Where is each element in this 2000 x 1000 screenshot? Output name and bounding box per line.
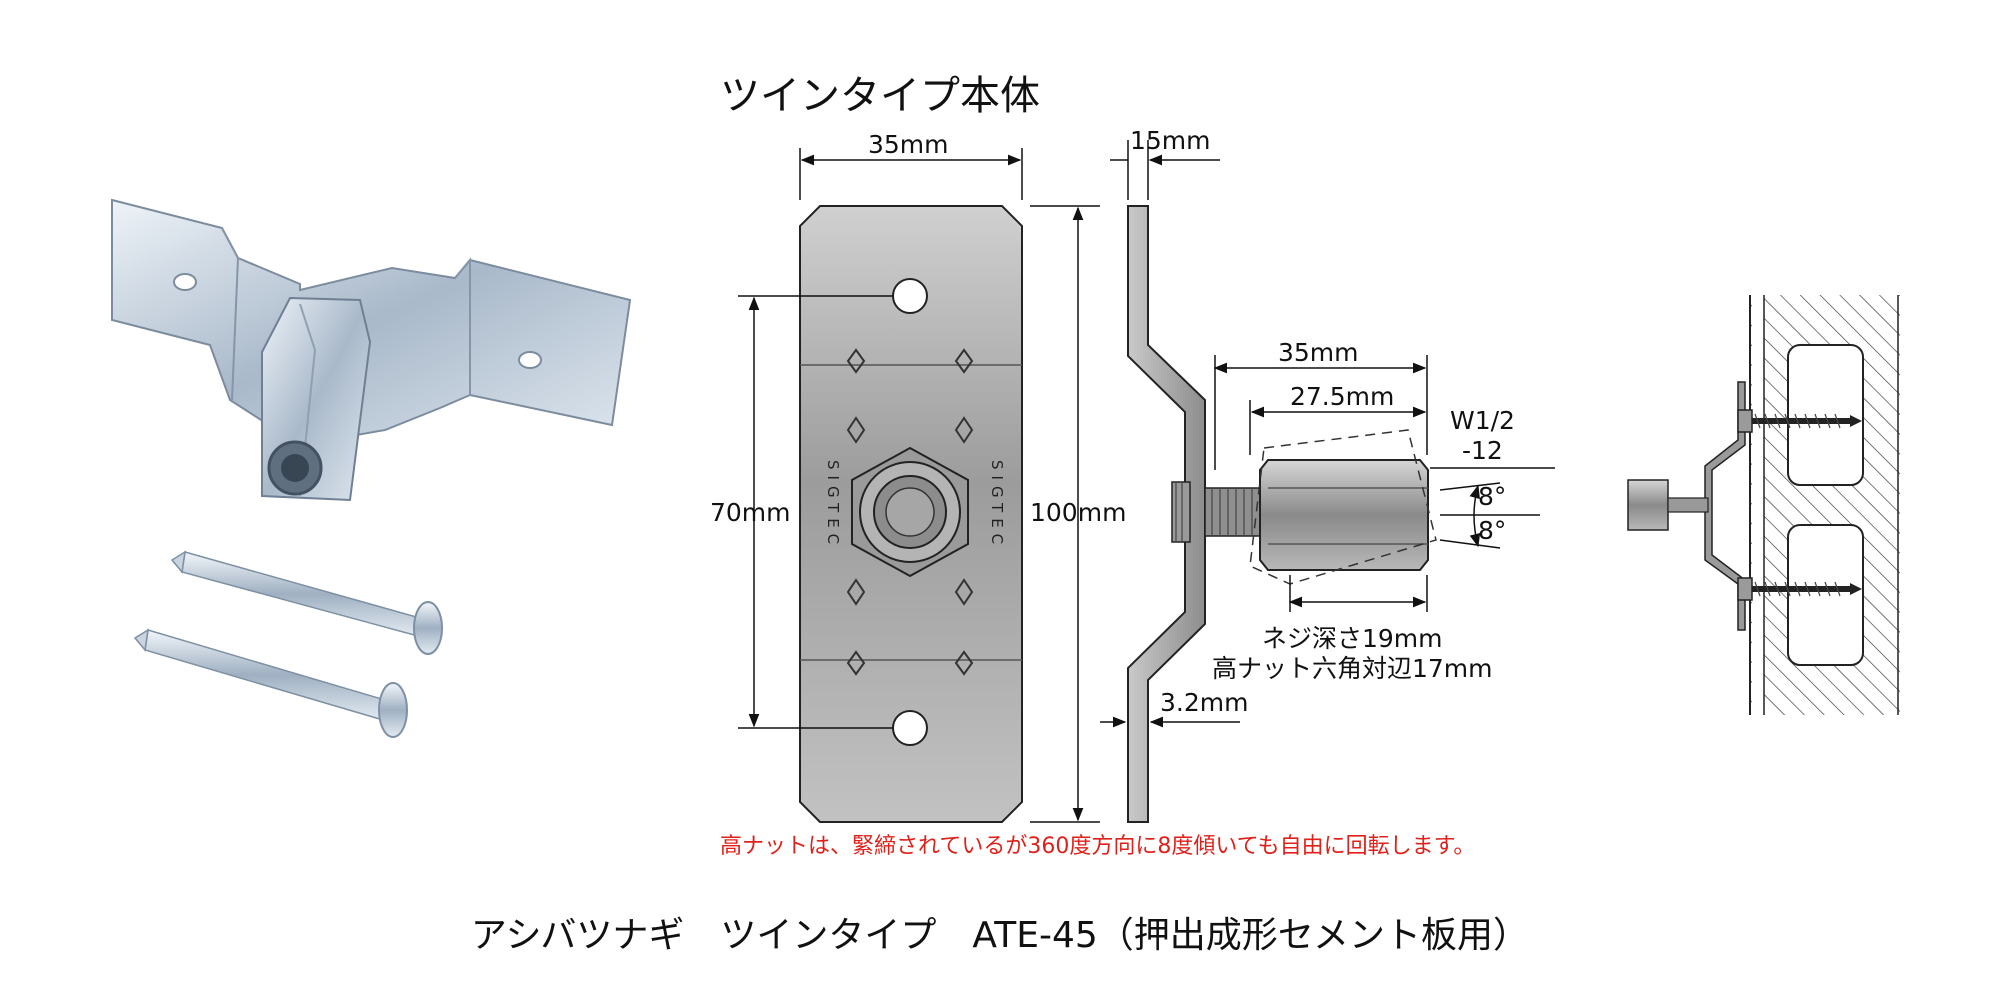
- upper-hole: [892, 278, 928, 314]
- dim-plate-width: 35mm: [868, 130, 949, 159]
- dim-thread-spec-1: W1/2: [1450, 406, 1515, 435]
- section-title: ツインタイプ本体: [720, 73, 1040, 119]
- product-photo: [111, 198, 632, 738]
- installation-section: [1627, 295, 1900, 715]
- dim-thread-depth: ネジ深さ19mm: [1262, 624, 1443, 653]
- side-view: [1127, 205, 1437, 823]
- dim-tilt-lower: 8°: [1478, 516, 1507, 545]
- brand-label-left: SIGTEC: [824, 460, 842, 550]
- lower-hole: [892, 710, 928, 746]
- dim-nut-total: 35mm: [1278, 338, 1359, 367]
- dim-thickness: 3.2mm: [1160, 688, 1249, 717]
- brand-label-right: SIGTEC: [988, 460, 1006, 550]
- side-dimensions: [1100, 140, 1555, 728]
- dim-plate-height: 100mm: [1030, 498, 1127, 527]
- dim-thread-spec-2: -12: [1462, 436, 1503, 465]
- dim-side-depth: 15mm: [1130, 126, 1211, 155]
- dim-nut-hex: 高ナット六角対辺17mm: [1212, 654, 1493, 683]
- rotation-note: 高ナットは、緊締されているが360度方向に8度傾いても自由に回転します。: [720, 834, 1476, 859]
- dim-hole-spacing: 70mm: [710, 498, 791, 527]
- product-caption: アシバツナギ ツインタイプ ATE-45（押出成形セメント板用）: [470, 915, 1530, 956]
- front-dimensions: [738, 148, 1100, 823]
- front-view: [799, 205, 1023, 823]
- dim-tilt-upper: 8°: [1478, 482, 1507, 511]
- dim-nut-length: 27.5mm: [1290, 382, 1395, 411]
